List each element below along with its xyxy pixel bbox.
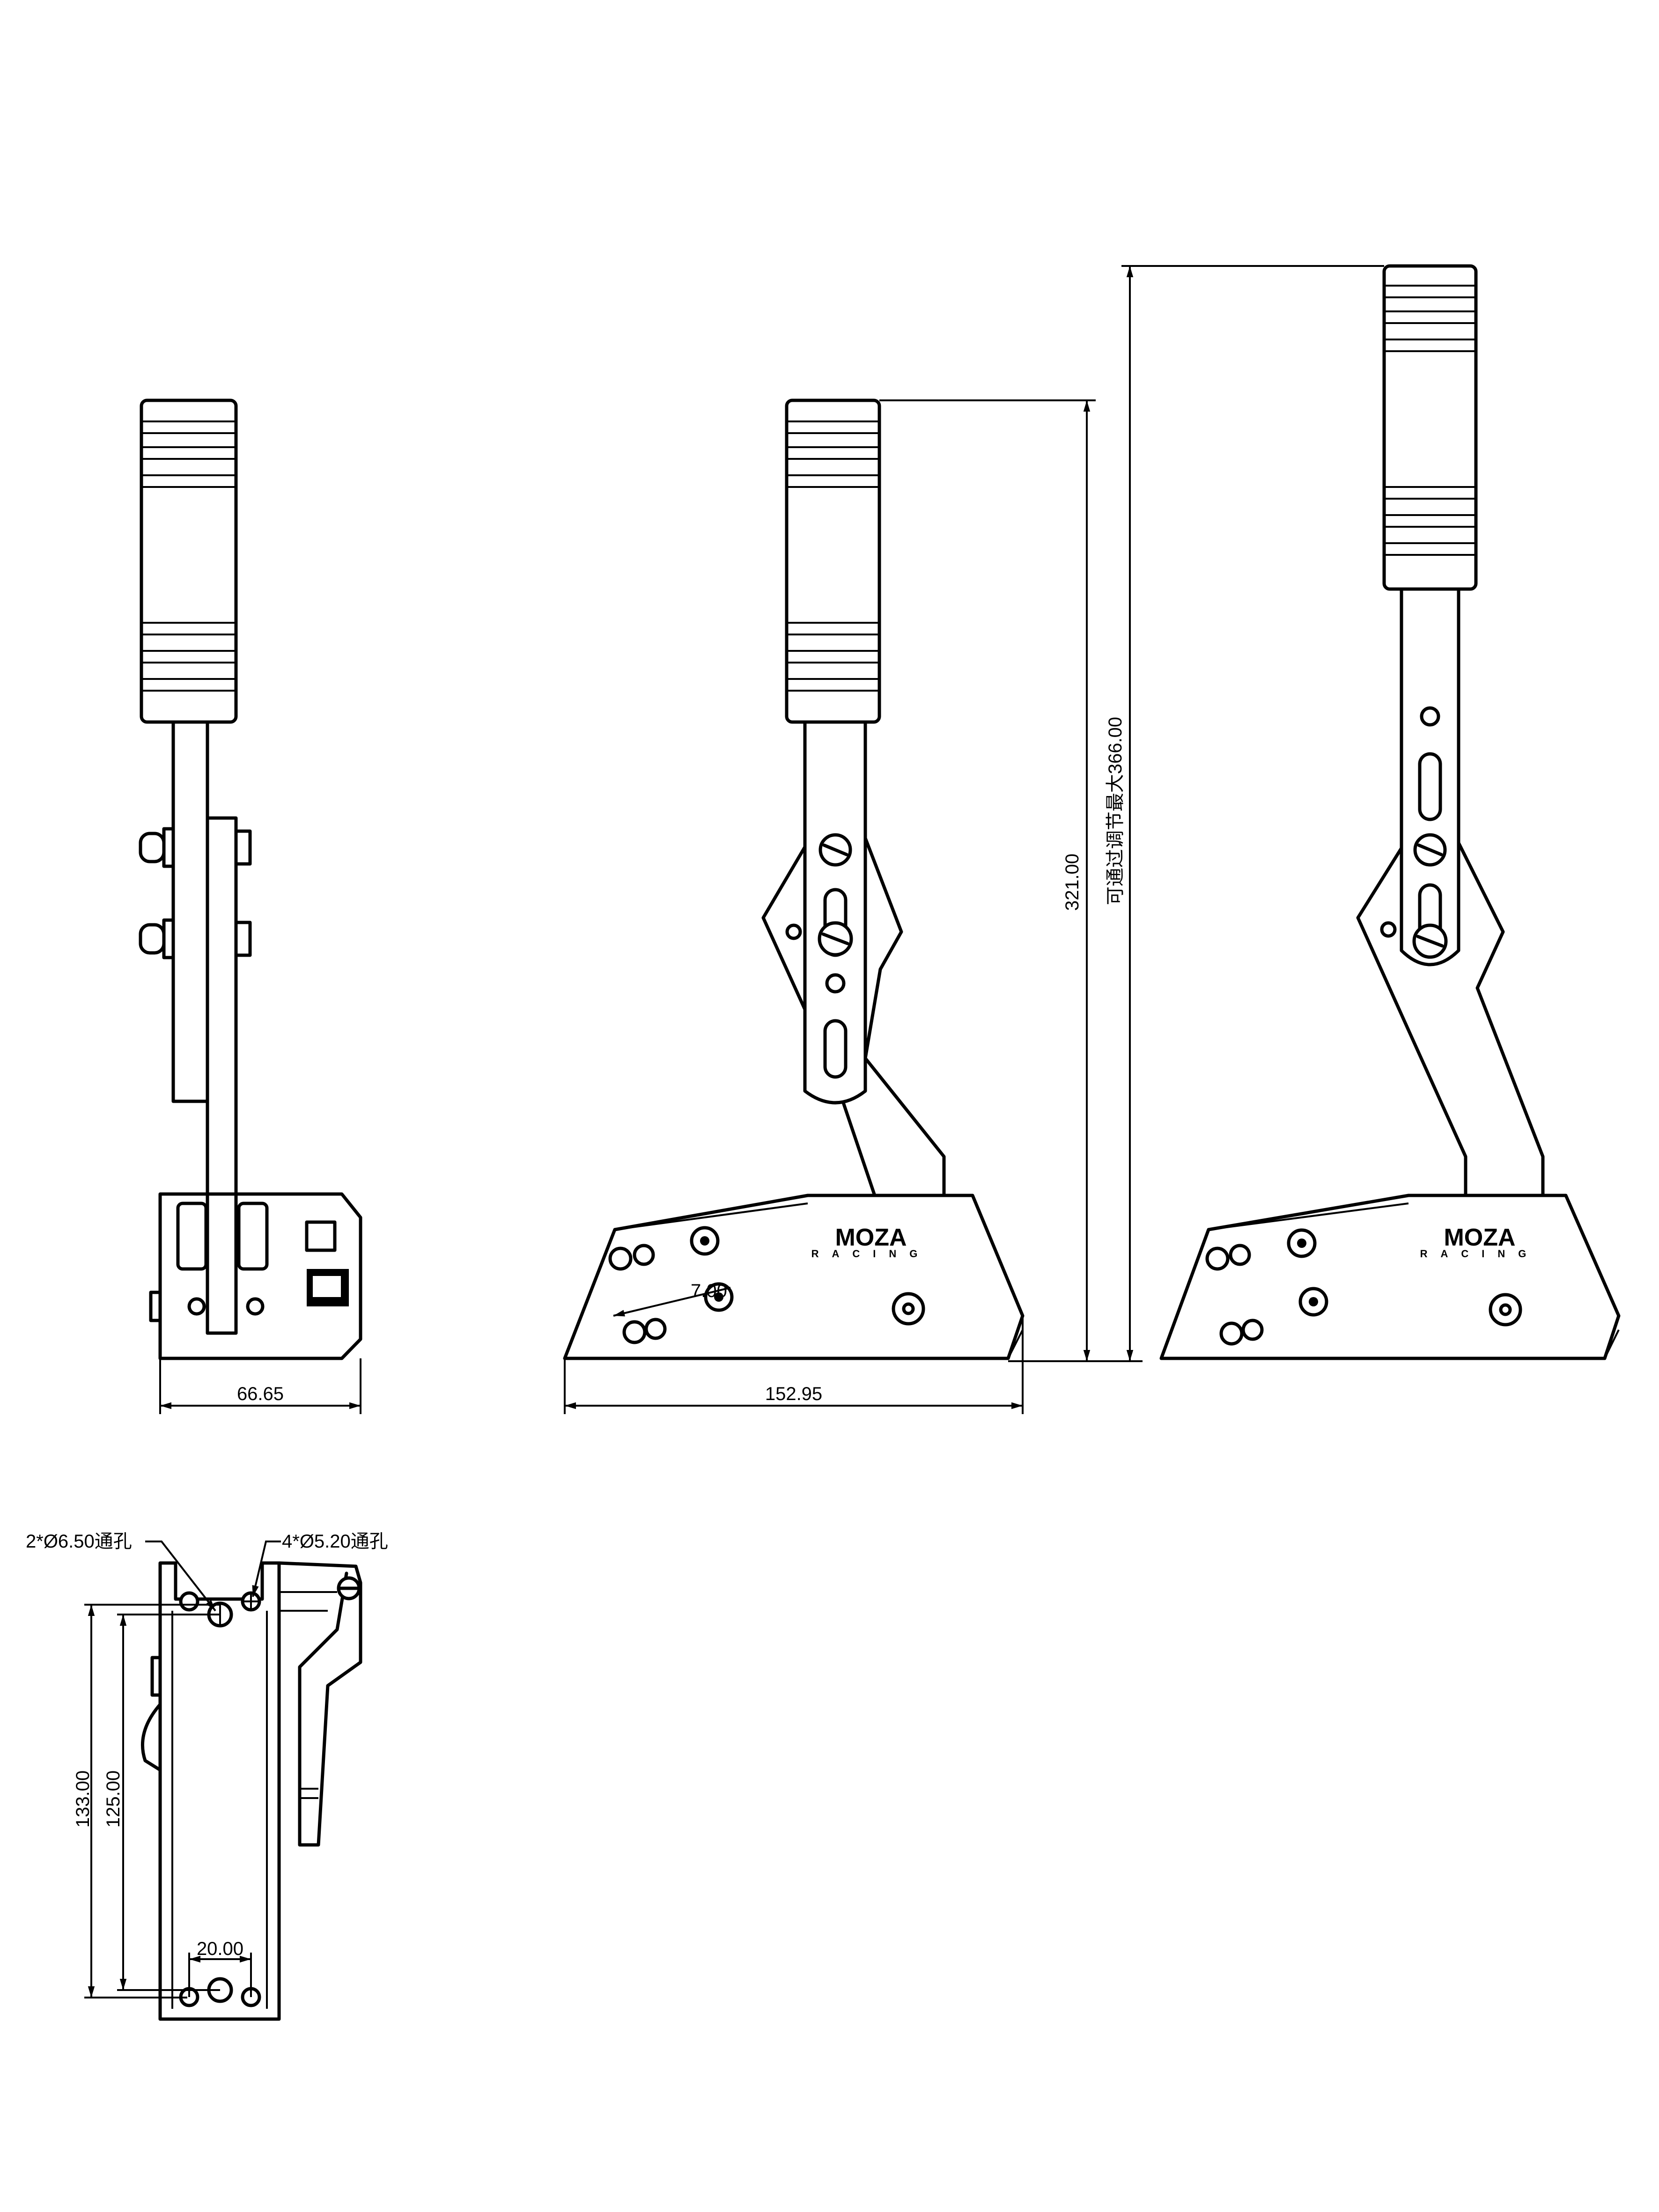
dim-height-max: 可通过调节最大366.00 — [1105, 717, 1126, 905]
dim-mount-inner: 125.00 — [103, 1770, 124, 1828]
bracket-arm — [1356, 841, 1545, 1197]
neck — [841, 1056, 946, 1197]
svg-text:RACING: RACING — [811, 1248, 931, 1260]
mount-view: 2*Ø6.50通孔 4*Ø5.20通孔 133.00 125.00 20.00 — [26, 1531, 388, 2021]
dim-hole-spacing: 20.00 — [197, 1939, 243, 1959]
usb-port — [305, 1220, 337, 1252]
side-view: 66.65 — [139, 398, 362, 1414]
grip — [1382, 264, 1478, 591]
dim-height-min: 321.00 — [1062, 854, 1083, 911]
moza-logo: MOZA RACING — [811, 1224, 931, 1260]
front-view-min: MOZA RACING 7.00 152.95 321.00 可通过调节最大36… — [563, 265, 1384, 1414]
lever-shaft — [171, 720, 209, 1103]
bracket-plate — [206, 816, 238, 1335]
dim-mount-outer: 133.00 — [73, 1770, 93, 1828]
dim-base-length: 152.95 — [765, 1384, 822, 1404]
dim-slot-offset: 7.00 — [691, 1281, 727, 1301]
svg-text:MOZA: MOZA — [1444, 1224, 1515, 1251]
side-bracket — [277, 1561, 362, 1847]
front-view-max: MOZA RACING — [1159, 264, 1621, 1360]
callout-large-holes: 2*Ø6.50通孔 — [26, 1531, 132, 1552]
callout-small-holes: 4*Ø5.20通孔 — [282, 1531, 388, 1552]
svg-text:MOZA: MOZA — [835, 1224, 907, 1251]
mount-plate — [158, 1561, 281, 2021]
moza-logo: MOZA RACING — [1420, 1224, 1540, 1260]
dim-side-width: 66.65 — [237, 1384, 284, 1404]
grip — [140, 398, 238, 724]
grip — [785, 398, 881, 724]
grip-rings — [141, 420, 236, 692]
nut-bolts — [139, 827, 252, 959]
bracket-arm — [761, 836, 903, 1060]
svg-text:RACING: RACING — [1420, 1248, 1540, 1260]
